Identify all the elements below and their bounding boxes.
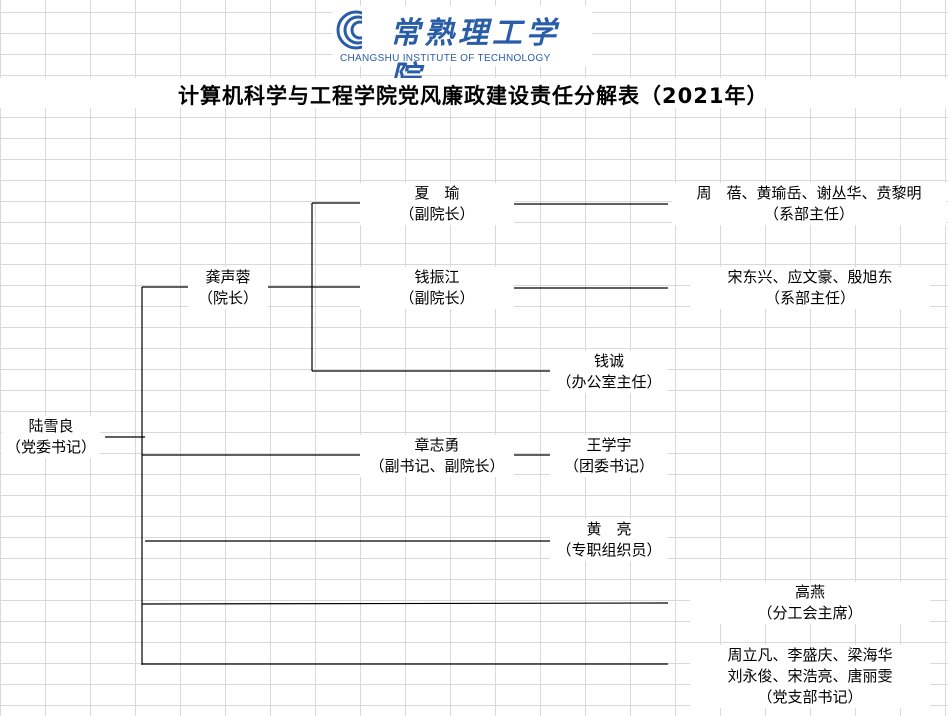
node-name: 王学宇	[586, 436, 632, 454]
node-qianzj: 钱振江 （副院长）	[360, 267, 514, 309]
node-line1: 周立凡、李盛庆、梁海华	[727, 646, 893, 664]
node-name: 高燕	[794, 583, 825, 601]
logo-ring-icon	[336, 10, 376, 50]
node-xia: 夏 瑜 （副院长）	[360, 183, 514, 225]
node-role: （团委书记）	[563, 457, 654, 475]
node-role: （副院长）	[399, 289, 475, 307]
node-huang: 黄 亮 （专职组织员）	[550, 519, 668, 561]
node-role: （党委书记）	[5, 438, 96, 456]
node-role: （分工会主席）	[757, 604, 863, 622]
node-role: （院长）	[197, 289, 258, 307]
node-role: （党支部书记）	[757, 688, 863, 706]
node-gong: 龚声蓉 （院长）	[188, 267, 268, 309]
node-name: 陆雪良	[28, 417, 74, 435]
node-name: 夏 瑜	[414, 184, 460, 202]
node-dept2: 宋东兴、应文豪、殷旭东 （系部主任）	[690, 267, 930, 309]
node-name: 黄 亮	[586, 520, 632, 538]
title-band	[0, 78, 948, 108]
node-role: （副书记、副院长）	[369, 457, 505, 475]
node-name: 章志勇	[414, 436, 460, 454]
node-gao: 高燕 （分工会主席）	[690, 582, 930, 624]
node-qiancheng: 钱诚 （办公室主任）	[550, 351, 668, 393]
node-name: 周 蓓、黄瑜岳、谢丛华、贲黎明	[696, 184, 922, 202]
node-line2: 刘永俊、宋浩亮、唐丽雯	[727, 667, 893, 685]
node-wang: 王学宇 （团委书记）	[550, 435, 668, 477]
node-role: （专职组织员）	[556, 541, 662, 559]
logo-name-en: CHANGSHU INSTITUTE OF TECHNOLOGY	[340, 53, 551, 64]
node-name: 钱诚	[593, 352, 624, 370]
node-name: 龚声蓉	[205, 268, 251, 286]
node-dept1: 周 蓓、黄瑜岳、谢丛华、贲黎明 （系部主任）	[672, 183, 946, 225]
node-role: （副院长）	[399, 205, 475, 223]
node-name: 钱振江	[414, 268, 460, 286]
school-logo: 常熟理工学院 CHANGSHU INSTITUTE OF TECHNOLOGY	[332, 6, 592, 95]
node-role: （系部主任）	[763, 205, 854, 223]
node-role: （办公室主任）	[556, 373, 662, 391]
node-role: （系部主任）	[764, 289, 855, 307]
node-zhang: 章志勇 （副书记、副院长）	[360, 435, 514, 477]
node-branch: 周立凡、李盛庆、梁海华 刘永俊、宋浩亮、唐丽雯 （党支部书记）	[690, 645, 930, 708]
node-name: 宋东兴、应文豪、殷旭东	[727, 268, 893, 286]
node-lu: 陆雪良 （党委书记）	[2, 416, 100, 458]
page-title: 计算机科学与工程学院党风廉政建设责任分解表（2021年）	[178, 84, 769, 108]
